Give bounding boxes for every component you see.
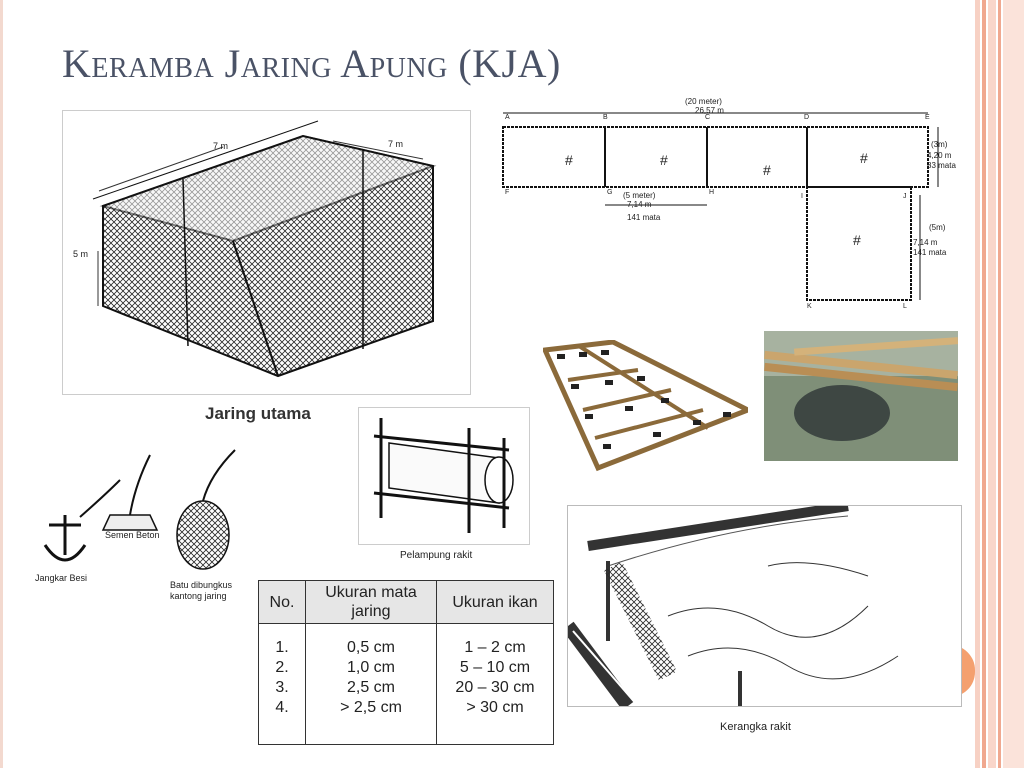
plan-right-bot-3: 141 mata	[913, 248, 947, 257]
plan-point: A	[505, 114, 510, 121]
mesh-size-value: 0,5 cm	[346, 639, 395, 656]
float-photo	[764, 331, 958, 461]
header-no: No.	[258, 580, 306, 624]
fish-size-value: 20 – 30 cm	[455, 679, 535, 696]
anchors-figure: Semen Beton Jangkar Besi Batu dibungkus …	[35, 445, 250, 605]
plan-point: G	[607, 189, 613, 196]
slide-title: Keramba Jaring Apung (KJA)	[62, 41, 561, 86]
stone-label-1: Batu dibungkus	[170, 580, 233, 590]
row-number: 4.	[275, 699, 289, 716]
plan-point: J	[903, 193, 907, 200]
plan-right-top-2: 4,20 m	[927, 151, 952, 160]
plan-right-bot-2: 7,14 m	[913, 238, 938, 247]
plan-top-line2: 26,57 m	[695, 106, 724, 115]
plan-mid-line3: 141 mata	[627, 213, 661, 222]
fish-size-value: > 30 cm	[466, 699, 524, 716]
header-mesh-size: Ukuran mata jaring	[305, 580, 437, 624]
main-net-caption: Jaring utama	[205, 404, 311, 423]
table-header-row: No. Ukuran mata jaring Ukuran ikan	[258, 580, 554, 624]
table-cell: 1. 2. 3. 4.	[258, 623, 306, 745]
raft-grid-illustration	[543, 340, 748, 472]
mesh-size-table: No. Ukuran mata jaring Ukuran ikan 1. 2.…	[258, 580, 554, 745]
float-frame-figure	[358, 407, 530, 545]
plan-right-top-1: (3m)	[931, 140, 948, 149]
plan-right-top-3: 83 mata	[927, 161, 956, 170]
svg-text:#: #	[763, 162, 771, 178]
decorative-stripe	[998, 0, 1001, 768]
svg-text:#: #	[860, 150, 868, 166]
iron-anchor-label: Jangkar Besi	[35, 573, 88, 583]
svg-text:#: #	[565, 152, 573, 168]
main-net-figure: 7 m 7 m 5 m	[62, 110, 471, 395]
plan-right-bot-1: (5m)	[929, 223, 946, 232]
plan-point: L	[903, 303, 907, 310]
plan-mid-line1: (5 meter)	[623, 191, 656, 200]
decorative-stripe	[975, 0, 980, 768]
stone-label-2: kantong jaring	[170, 591, 227, 601]
decorative-stripe	[982, 0, 986, 768]
mesh-size-value: 2,5 cm	[346, 679, 395, 696]
dim-right-label: 7 m	[388, 139, 404, 149]
fish-size-value: 1 – 2 cm	[464, 639, 526, 656]
layout-plan-figure: # # # # # (20 meter) 26,57 m (5 meter) 7…	[495, 95, 960, 313]
decorative-stripe	[1003, 0, 1024, 768]
row-number: 2.	[275, 659, 289, 676]
table-cell: 1 – 2 cm 5 – 10 cm 20 – 30 cm > 30 cm	[436, 623, 554, 745]
dim-left-label: 7 m	[213, 141, 229, 151]
plan-point: C	[705, 114, 711, 121]
mesh-size-value: > 2,5 cm	[340, 699, 402, 716]
plan-point: D	[804, 114, 810, 121]
plan-point: H	[709, 189, 715, 196]
svg-text:#: #	[660, 152, 668, 168]
dim-height-label: 5 m	[73, 249, 89, 259]
plan-point: B	[603, 114, 608, 121]
plan-point: F	[505, 189, 510, 196]
float-caption: Pelampung rakit	[400, 550, 473, 561]
plan-mid-line2: 7,14 m	[627, 200, 652, 209]
concrete-label: Semen Beton	[105, 530, 160, 540]
plan-top-line1: (20 meter)	[685, 97, 722, 106]
table-row: 1. 2. 3. 4. 0,5 cm 1,0 cm 2,5 cm > 2,5 c…	[258, 623, 554, 745]
decorative-stripe	[988, 0, 996, 768]
mesh-size-value: 1,0 cm	[346, 659, 395, 676]
row-number: 3.	[275, 679, 289, 696]
raft-frame-figure	[567, 505, 962, 707]
plan-point: E	[925, 114, 930, 121]
fish-size-value: 5 – 10 cm	[459, 659, 531, 676]
plan-point: K	[807, 303, 812, 310]
plan-point: I	[801, 193, 803, 200]
left-border	[0, 0, 3, 768]
header-fish-size: Ukuran ikan	[436, 580, 554, 624]
svg-text:#: #	[853, 232, 861, 248]
table-cell: 0,5 cm 1,0 cm 2,5 cm > 2,5 cm	[305, 623, 437, 745]
row-number: 1.	[275, 639, 289, 656]
frame-caption: Kerangka rakit	[720, 721, 791, 733]
